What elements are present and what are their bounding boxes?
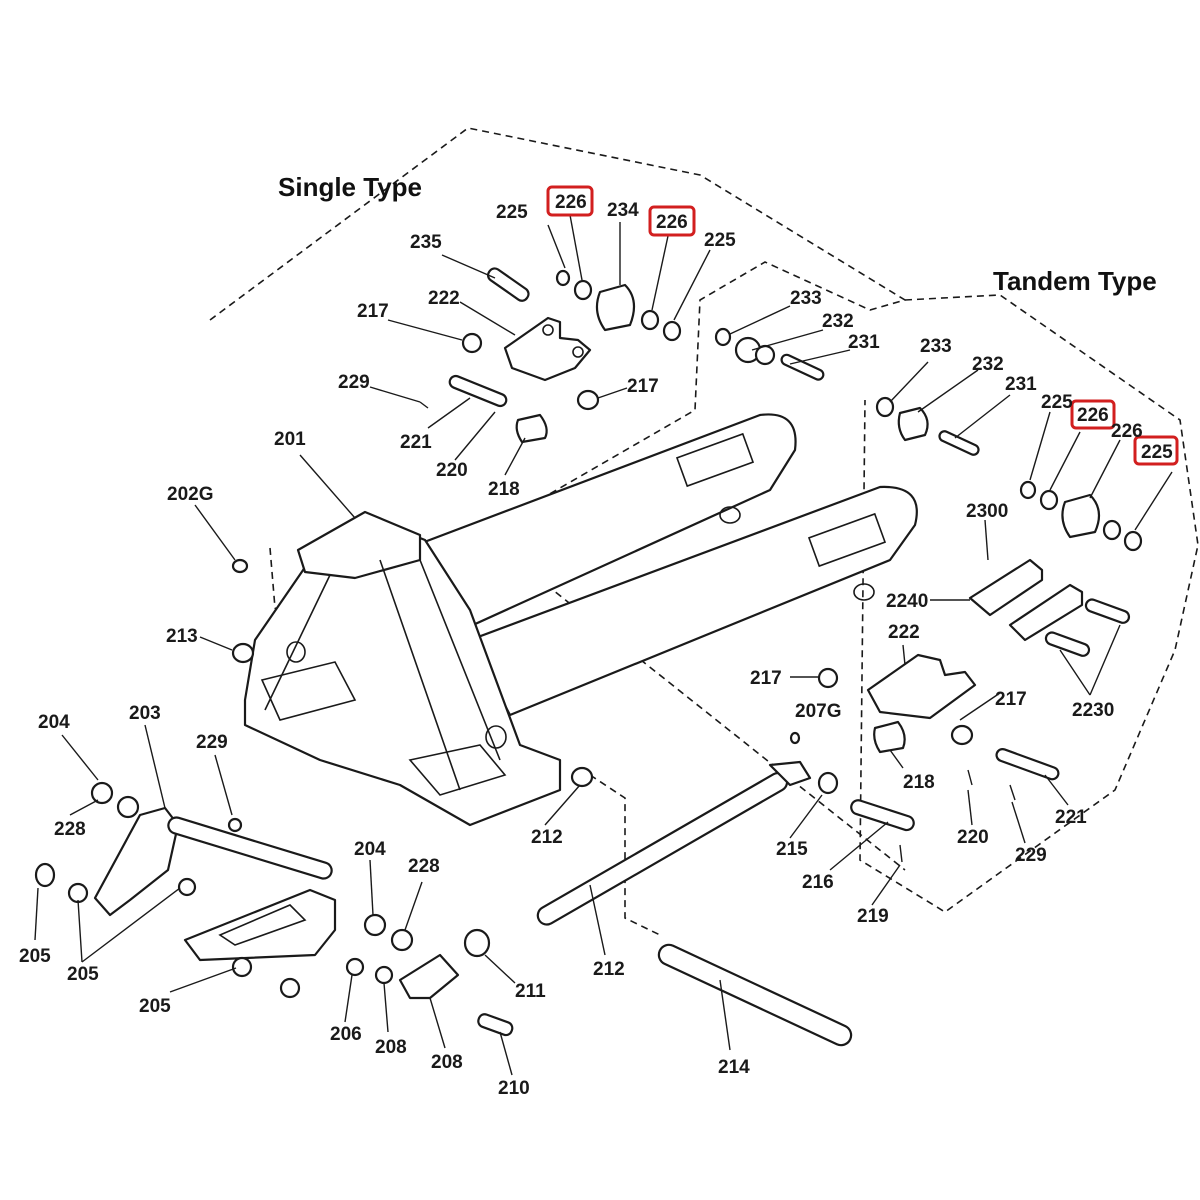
highlight-box-225-tandem — [1133, 435, 1179, 466]
part-label: 205 — [67, 964, 99, 985]
part-label: 202G — [167, 484, 213, 505]
part-label: 204 — [38, 712, 70, 733]
part-label: 218 — [903, 772, 935, 793]
part-label: 204 — [354, 839, 386, 860]
part-label: 228 — [408, 856, 440, 877]
part-label: 233 — [790, 288, 822, 309]
part-label: 201 — [274, 429, 306, 450]
assembly-dash-line-2 — [589, 774, 661, 936]
part-label: 225 — [1041, 392, 1073, 413]
handle-linkage-parts — [34, 558, 1016, 1047]
part-label: 206 — [330, 1024, 362, 1045]
part-label: 203 — [129, 703, 161, 724]
part-label: 235 — [410, 232, 442, 253]
part-label: 217 — [627, 376, 659, 397]
tandem-type-parts — [817, 396, 1143, 781]
part-label: 225 — [704, 230, 736, 251]
part-label: 215 — [776, 839, 808, 860]
part-label: 228 — [54, 819, 86, 840]
part-labels: 226 234 226 225 225 235 222 217 217 233 … — [19, 192, 1173, 1099]
part-label: 232 — [972, 354, 1004, 375]
frame-201 — [243, 413, 918, 827]
part-label: 229 — [1015, 845, 1047, 866]
part-label: 222 — [428, 288, 460, 309]
part-label: 232 — [822, 311, 854, 332]
part-label: 216 — [802, 872, 834, 893]
part-label: 226 — [555, 192, 587, 213]
part-label: 217 — [750, 668, 782, 689]
part-label: 234 — [607, 200, 639, 221]
part-label: 214 — [718, 1057, 750, 1078]
part-label: 217 — [995, 689, 1027, 710]
highlight-box-226-tandem — [1070, 399, 1116, 430]
single-type-boundary — [209, 127, 907, 541]
part-label: 226 — [1111, 421, 1143, 442]
part-label: 219 — [857, 906, 889, 927]
part-label: 2230 — [1072, 700, 1114, 721]
part-label: 221 — [1055, 807, 1087, 828]
part-label: 207G — [795, 701, 841, 722]
part-label: 229 — [196, 732, 228, 753]
part-label: 225 — [496, 202, 528, 223]
part-label: 212 — [593, 959, 625, 980]
part-label: 208 — [431, 1052, 463, 1073]
tandem-type-boundary — [859, 294, 1199, 913]
part-label: 226 — [1077, 405, 1109, 426]
part-label: 222 — [888, 622, 920, 643]
part-label: 220 — [957, 827, 989, 848]
single-type-parts — [419, 267, 825, 444]
part-label: 226 — [656, 212, 688, 233]
single-type-title: Single Type — [278, 172, 422, 202]
tandem-type-title: Tandem Type — [993, 266, 1157, 296]
part-label: 208 — [375, 1037, 407, 1058]
part-label: 212 — [531, 827, 563, 848]
part-label: 205 — [19, 946, 51, 967]
part-label: 218 — [488, 479, 520, 500]
highlight-box-226-single-right — [648, 205, 696, 237]
part-label: 211 — [515, 981, 546, 1002]
assembly-dash-line-3 — [489, 539, 906, 871]
part-label: 2300 — [966, 501, 1008, 522]
part-label: 205 — [139, 996, 171, 1017]
highlight-box-226-single-left — [546, 185, 594, 217]
part-label: 2240 — [886, 591, 928, 612]
part-label: 210 — [498, 1078, 530, 1099]
part-label: 213 — [166, 626, 198, 647]
part-label: 229 — [338, 372, 370, 393]
leader-lines — [34, 214, 1173, 1076]
part-label: 221 — [400, 432, 432, 453]
part-label: 231 — [848, 332, 880, 353]
part-label: 231 — [1005, 374, 1037, 395]
part-label: 225 — [1141, 442, 1173, 463]
part-label: 217 — [357, 301, 389, 322]
part-label: 233 — [920, 336, 952, 357]
part-label: 220 — [436, 460, 468, 481]
